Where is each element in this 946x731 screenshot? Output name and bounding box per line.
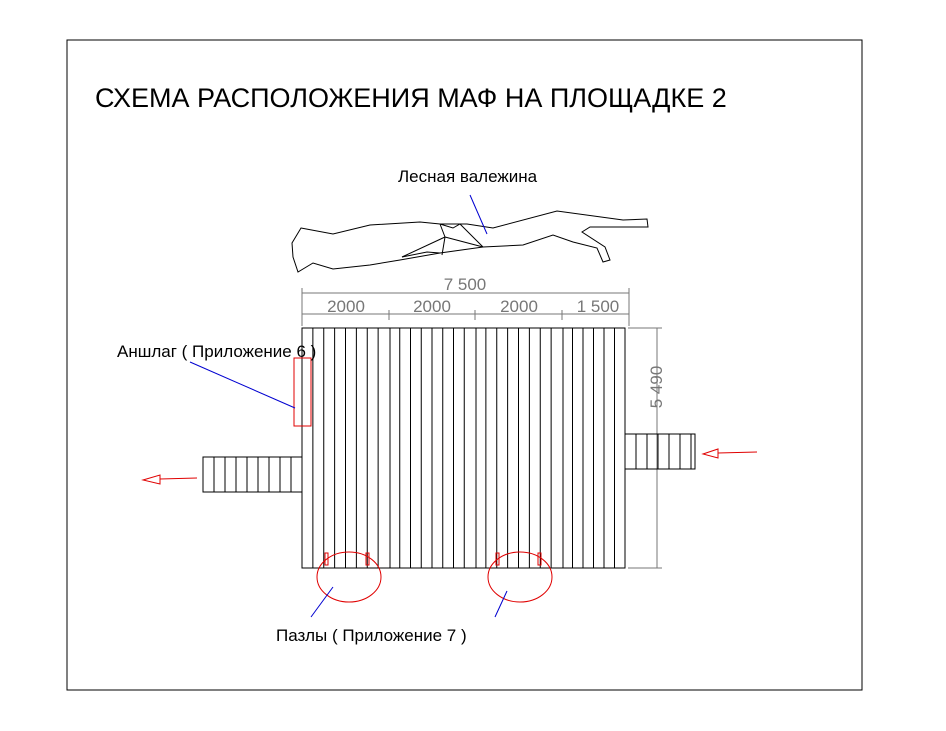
dimension-total-width: 7 500 bbox=[444, 275, 487, 294]
sign-leader-line bbox=[189, 361, 296, 409]
dimension-section-4: 1 500 bbox=[577, 297, 620, 316]
dimension-height: 5 490 bbox=[647, 366, 666, 409]
drawing-title: СХЕМА РАСПОЛОЖЕНИЯ МАФ НА ПЛОЩАДКЕ 2 bbox=[95, 83, 727, 113]
fallen-log bbox=[291, 210, 649, 273]
puzzles-label: Пазлы ( Приложение 7 ) bbox=[276, 626, 467, 645]
sign-marker bbox=[293, 357, 312, 427]
ramp-right bbox=[624, 433, 696, 470]
log-leader-line bbox=[469, 194, 488, 235]
entry-arrow-right bbox=[701, 448, 758, 459]
dimension-lines bbox=[301, 288, 662, 569]
dimension-section-2: 2000 bbox=[413, 297, 451, 316]
sign-label: Аншлаг ( Приложение 6 ) bbox=[117, 342, 316, 361]
puzzle-ellipse-2 bbox=[487, 551, 553, 603]
deck-platform bbox=[301, 327, 626, 569]
exit-arrow-left bbox=[141, 474, 198, 485]
puzzle-markers bbox=[316, 551, 553, 603]
puzzle-leader-1 bbox=[310, 586, 334, 618]
log-label: Лесная валежина bbox=[398, 167, 538, 186]
ramp-left bbox=[202, 456, 303, 493]
puzzle-ellipse-1 bbox=[316, 551, 382, 603]
puzzle-leader-2 bbox=[494, 590, 508, 618]
drawing-frame bbox=[66, 39, 863, 691]
dimension-section-3: 2000 bbox=[500, 297, 538, 316]
dimension-section-1: 2000 bbox=[327, 297, 365, 316]
